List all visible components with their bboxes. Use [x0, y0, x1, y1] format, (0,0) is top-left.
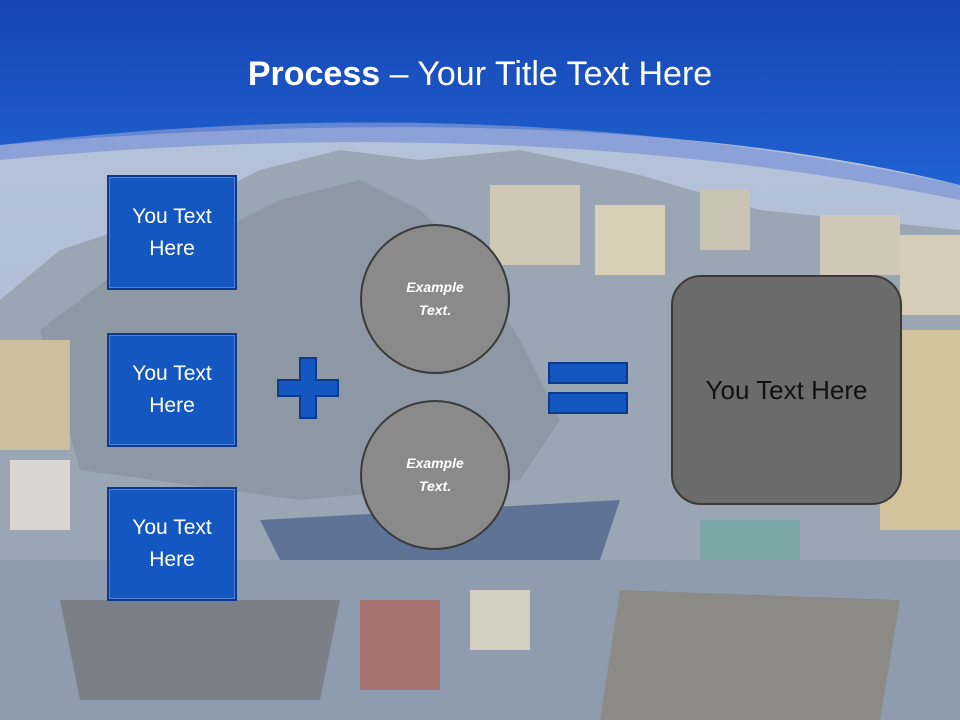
- input-box-2[interactable]: You Text Here: [107, 333, 237, 447]
- input-box-2-label: You Text Here: [132, 362, 212, 417]
- equals-icon: [548, 362, 628, 414]
- example-circle-1-label: Example Text.: [406, 279, 464, 318]
- title-rest: – Your Title Text Here: [380, 55, 713, 93]
- result-box[interactable]: You Text Here: [671, 275, 902, 505]
- input-box-3[interactable]: You Text Here: [107, 487, 237, 601]
- input-box-3-label: You Text Here: [132, 516, 212, 571]
- input-box-1[interactable]: You Text Here: [107, 175, 237, 290]
- example-circle-2-label: Example Text.: [406, 455, 464, 494]
- title-bold: Process: [247, 55, 381, 93]
- example-circle-1[interactable]: Example Text.: [360, 224, 510, 374]
- slide-title: Process – Your Title Text Here: [0, 52, 960, 96]
- plus-icon: [277, 357, 339, 419]
- example-circle-2[interactable]: Example Text.: [360, 400, 510, 550]
- input-box-1-label: You Text Here: [132, 204, 212, 260]
- result-box-label: You Text Here: [705, 374, 868, 405]
